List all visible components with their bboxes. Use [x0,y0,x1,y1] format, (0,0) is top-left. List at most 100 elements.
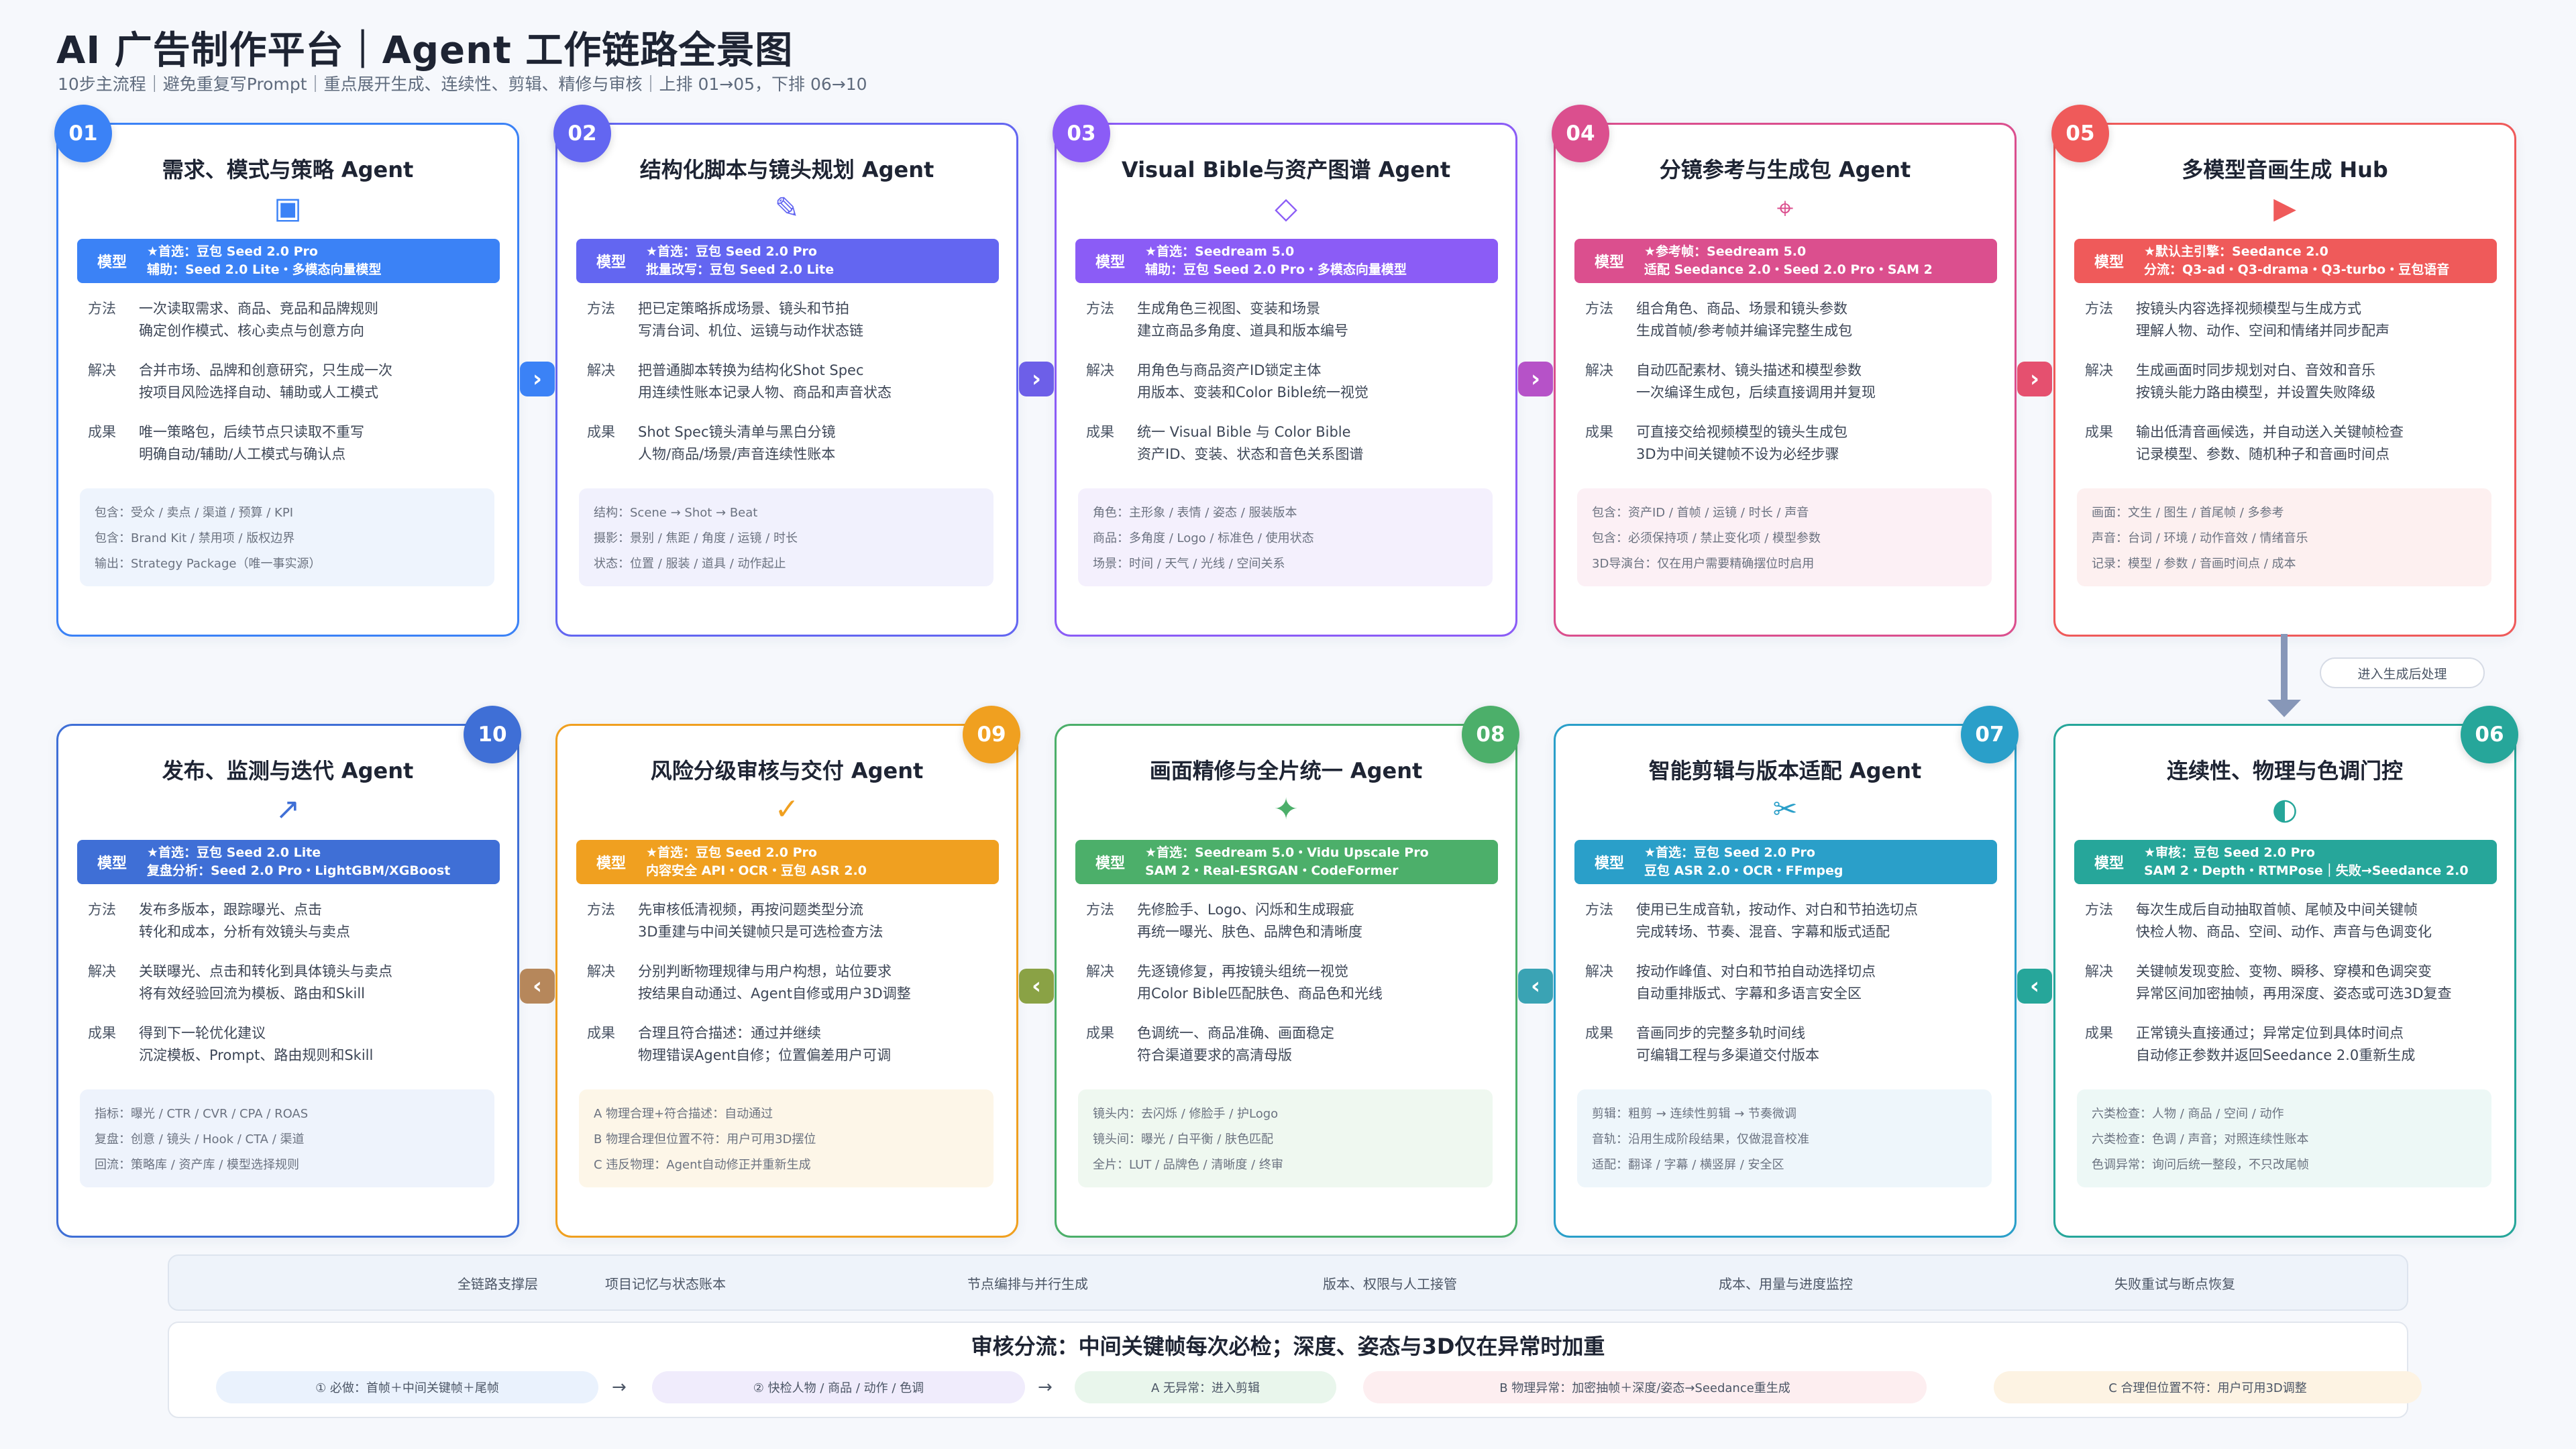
tag-line: 回流：策略库 / 资产库 / 模型选择规则 [95,1158,300,1172]
card-icon: ▶ [2273,191,2296,225]
card-icon: ✂ [1772,792,1798,826]
method-text: 组合角色、商品、场景和镜头参数生成首帧/参考帧并编译完整生成包 [1636,298,1852,342]
solve-label: 解决 [1086,963,1114,979]
support-item: 失败重试与断点恢复 [2114,1275,2235,1292]
method-line: 先修脸手、Logo、闪烁和生成瑕疵 [1137,902,1354,918]
model-line: ★首选：豆包 Seed 2.0 Pro [1644,845,1815,860]
tag-line: 适配：翻译 / 字幕 / 横竖屏 / 安全区 [1592,1158,1784,1172]
solve-line: 分别判断物理规律与用户构想，站位要求 [638,963,892,979]
method-label: 方法 [2085,902,2113,918]
result-line: Shot Spec镜头清单与黑白分镜 [638,424,836,440]
result-label: 成果 [1086,1025,1114,1041]
step-badge: 03 [1053,105,1110,162]
method-text: 把已定策略拆成场景、镜头和节拍写清台词、机位、运镜与动作状态链 [638,298,863,342]
method-line: 使用已生成音轨，按动作、对白和节拍选切点 [1636,902,1918,918]
solve-row: 解决按动作峰值、对白和节拍自动选择切点自动重排版式、字幕和多语言安全区 [1585,961,2001,1005]
result-line: 正常镜头直接通过；异常定位到具体时间点 [2136,1025,2404,1041]
method-row: 方法组合角色、商品、场景和镜头参数生成首帧/参考帧并编译完整生成包 [1585,298,2001,342]
back-arrow-icon: ‹ [1019,969,1054,1004]
result-line: 统一 Visual Bible 与 Color Bible [1137,424,1351,440]
solve-line: 异常区间加密抽帧，再用深度、姿态或可选3D复查 [2136,985,2452,1002]
solve-text: 分别判断物理规律与用户构想，站位要求按结果自动通过、Agent自修或用户3D调整 [638,961,911,1005]
method-text: 每次生成后自动抽取首帧、尾帧及中间关键帧快检人物、商品、空间、动作、声音与色调变… [2136,899,2432,943]
solve-row: 解决 先逐镜修复，再按镜头组统一视觉用Color Bible匹配肤色、商品色和光线 [1086,961,1502,1005]
tag-line: 画面：文生 / 图生 / 首尾帧 / 多参考 [2092,506,2284,520]
solve-text: 合并市场、品牌和创意研究，只生成一次按项目风险选择自动、辅助或人工模式 [139,360,392,404]
model-label: 模型 [1095,855,1125,872]
review-arrow-icon: → [612,1377,627,1397]
tag-line: 复盘：创意 / 镜头 / Hook / CTA / 渠道 [95,1132,305,1146]
result-label: 成果 [587,424,615,440]
solve-line: 用角色与商品资产ID锁定主体 [1137,362,1322,378]
solve-label: 解决 [1086,362,1114,378]
solve-line: 生成画面时同步规划对白、音效和音乐 [2136,362,2375,378]
solve-line: 按镜头能力路由模型，并设置失败降级 [2136,384,2375,400]
method-line: 一次读取需求、商品、竞品和品牌规则 [139,301,378,317]
tag-line: 记录：模型 / 参数 / 音画时间点 / 成本 [2092,557,2296,571]
flow-down-label: 进入生成后处理 [2320,657,2485,688]
solve-line: 用Color Bible匹配肤色、商品色和光线 [1137,985,1383,1002]
card-title: 多模型音画生成 Hub [2182,157,2388,182]
result-text: 唯一策略包，后续节点只读取不重写明确自动/辅助/人工模式与确认点 [139,421,364,466]
result-line: 可编辑工程与多渠道交付版本 [1636,1047,1819,1063]
result-text: 正常镜头直接通过；异常定位到具体时间点自动修正参数并返回Seedance 2.0… [2136,1022,2415,1067]
tag-line: 全片：LUT / 品牌色 / 清晰度 / 终审 [1093,1158,1283,1172]
card-title: 需求、模式与策略 Agent [162,157,414,182]
method-label: 方法 [88,301,116,317]
card-icon: ⌖ [1776,191,1794,225]
tag-line: C 违反物理：Agent自动修正并重新生成 [594,1158,811,1172]
model-line: 分流：Q3-ad・Q3-drama・Q3-turbo・豆包语音 [2144,262,2450,277]
result-label: 成果 [1585,424,1613,440]
solve-label: 解决 [2085,963,2113,979]
result-line: 自动修正参数并返回Seedance 2.0重新生成 [2136,1047,2416,1063]
review-title: 审核分流：中间关键帧每次必检；深度、姿态与3D仅在异常时加重 [971,1334,1605,1359]
review-pill: A 无异常：进入剪辑 [1075,1371,1336,1403]
solve-line: 先逐镜修复，再按镜头组统一视觉 [1137,963,1348,979]
result-line: 色调统一、商品准确、画面稳定 [1137,1025,1334,1041]
result-label: 成果 [2085,424,2113,440]
card-icon: ✎ [774,191,800,225]
method-line: 快检人物、商品、空间、动作、声音与色调变化 [2136,924,2432,940]
tag-line: 结构：Scene → Shot → Beat [594,506,758,520]
result-text: 输出低清音画候选，并自动送入关键帧检查记录模型、参数、随机种子和音画时间点 [2136,421,2404,466]
result-line: 输出低清音画候选，并自动送入关键帧检查 [2136,424,2404,440]
step-badge: 04 [1552,105,1609,162]
method-line: 每次生成后自动抽取首帧、尾帧及中间关键帧 [2136,902,2418,918]
method-label: 方法 [1086,301,1114,317]
solve-line: 用连续性账本记录人物、商品和声音状态 [638,384,892,400]
method-label: 方法 [1585,902,1613,918]
solve-line: 把普通脚本转换为结构化Shot Spec [638,362,864,378]
result-line: 音画同步的完整多轨时间线 [1636,1025,1805,1041]
next-arrow-icon: › [1518,362,1553,396]
method-text: 发布多版本，跟踪曝光、点击转化和成本，分析有效镜头与卖点 [139,899,350,943]
tag-line: 包含：受众 / 卖点 / 渠道 / 预算 / KPI [95,506,293,520]
tag-line: 六类检查：色调 / 声音；对照连续性账本 [2092,1132,2309,1146]
card-icon: ✓ [774,792,800,826]
result-line: 得到下一轮优化建议 [139,1025,266,1041]
method-line: 生成首帧/参考帧并编译完整生成包 [1636,323,1853,339]
support-item: 成本、用量与进度监控 [1719,1275,1853,1292]
result-label: 成果 [88,424,116,440]
card-title: 连续性、物理与色调门控 [2166,758,2403,784]
tag-line: 声音：台词 / 环境 / 动作音效 / 情绪音乐 [2092,531,2308,545]
step-badge: 05 [2051,105,2109,162]
support-item: 节点编排与并行生成 [967,1275,1088,1292]
result-line: 人物/商品/场景/声音连续性账本 [638,446,836,462]
tag-box: 画面：文生 / 图生 / 首尾帧 / 多参考声音：台词 / 环境 / 动作音效 … [2077,488,2491,586]
result-line: 明确自动/辅助/人工模式与确认点 [139,446,346,462]
